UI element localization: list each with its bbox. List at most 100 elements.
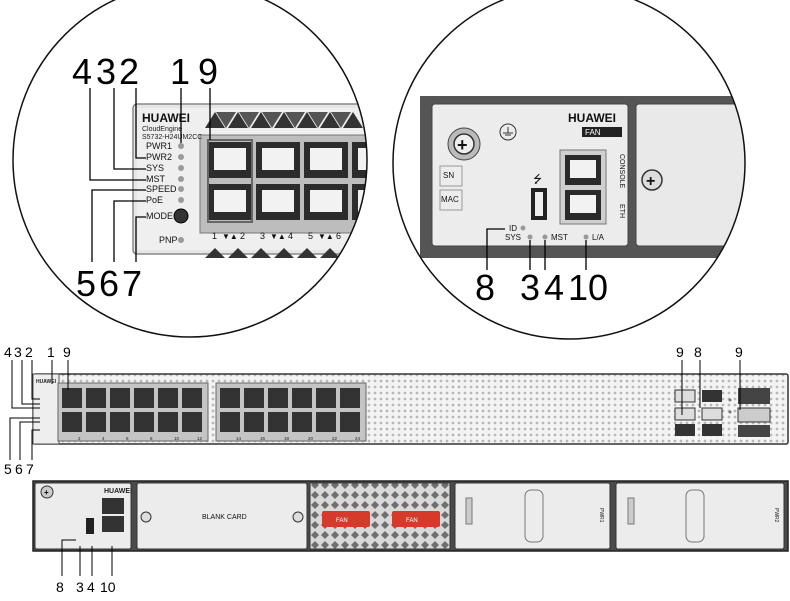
- port-number: 12: [197, 436, 203, 441]
- port-number: 5: [308, 231, 313, 241]
- rj45-ports-right[interactable]: [220, 388, 360, 432]
- rj45-ports-zoom: [207, 139, 367, 223]
- arrow-down: ▼▲: [318, 232, 334, 241]
- mac-label: MAC: [441, 195, 459, 204]
- pwr-label: PWR1: [598, 508, 604, 523]
- sn-label: SN: [443, 171, 454, 180]
- port-number: 6: [336, 231, 341, 241]
- led-label-sys: SYS: [146, 163, 164, 173]
- callout: 9: [676, 344, 684, 360]
- mst-label: MST: [551, 233, 568, 242]
- fan-label: FAN: [585, 128, 601, 137]
- callout: 7: [26, 461, 34, 477]
- port-number: 4: [288, 231, 293, 241]
- eth-label: ETH: [618, 204, 625, 218]
- callout: 2: [25, 344, 33, 360]
- led-pnp: [178, 237, 184, 243]
- callout: 9: [198, 51, 218, 92]
- model-label: S5732-H24UM2CC: [142, 134, 202, 141]
- port-number: 18: [284, 436, 290, 441]
- port-number: 22: [332, 436, 338, 441]
- port-number: 6: [126, 436, 129, 441]
- pnp-label: PNP: [159, 235, 178, 245]
- arrow-down: ▼▲: [222, 232, 238, 241]
- pwr-label: PWR2: [773, 508, 779, 523]
- port-number: 20: [308, 436, 314, 441]
- fan-label: FAN: [406, 518, 418, 524]
- port-number: 2: [78, 436, 81, 441]
- port-number: 2: [240, 231, 245, 241]
- fan-label: FAN: [336, 518, 348, 524]
- port-number: 4: [102, 436, 105, 441]
- fan-module-2[interactable]: FAN: [392, 511, 440, 527]
- port-number: 14: [236, 436, 242, 441]
- brand-logo: HUAWEI: [104, 488, 132, 495]
- callout: 2: [119, 51, 139, 92]
- callout: 4: [72, 51, 92, 92]
- callout: 4: [544, 267, 564, 308]
- callout: 4: [4, 344, 12, 360]
- port-number: 16: [260, 436, 266, 441]
- callout: 9: [735, 344, 743, 360]
- screw-icon: +: [646, 173, 655, 190]
- led-mst: [178, 176, 184, 182]
- power-module-2[interactable]: PWR2: [615, 482, 785, 550]
- callout: 10: [100, 579, 116, 595]
- led-poe: [178, 197, 184, 203]
- series-label: CloudEngine: [142, 126, 182, 133]
- blank-card-label: BLANK CARD: [202, 514, 247, 521]
- callout: 8: [694, 344, 702, 360]
- la-label: L/A: [592, 233, 605, 242]
- brand-logo: HUAWEI: [142, 111, 190, 125]
- callout: 5: [76, 263, 96, 304]
- callout: 8: [56, 579, 64, 595]
- screw-icon: +: [44, 488, 49, 497]
- console-label: CONSOLE: [618, 154, 625, 189]
- callout: 8: [475, 267, 495, 308]
- fan-module-1[interactable]: FAN: [322, 511, 370, 527]
- front-panel: HUAWEI 2 4 6 8 10 12 14: [4, 344, 789, 477]
- mode-label: MODE: [146, 211, 173, 221]
- rear-panel: + HUAWEI BLANK CARD FAN FAN PWR1 PWR2: [32, 480, 789, 595]
- rear-zoom: + + SN MAC HUAWEI FAN ⭍: [392, 0, 746, 340]
- led-label-pwr2: PWR2: [146, 152, 172, 162]
- screw-icon: +: [457, 135, 468, 155]
- power-module-1[interactable]: PWR1: [454, 482, 611, 550]
- mode-button[interactable]: [173, 208, 189, 224]
- callout: 3: [14, 344, 22, 360]
- callout: 1: [170, 51, 190, 92]
- port-number: 24: [355, 436, 361, 441]
- port-number: 1: [212, 231, 217, 241]
- led-speed: [178, 186, 184, 192]
- ground-icon: [499, 123, 517, 141]
- port-number: 8: [150, 436, 153, 441]
- sys-label: SYS: [505, 233, 521, 242]
- port-number: 3: [260, 231, 265, 241]
- led-label-pwr1: PWR1: [146, 141, 172, 151]
- callout: 3: [96, 51, 116, 92]
- rj45-ports-left[interactable]: [62, 388, 202, 432]
- led-label-poe: PoE: [146, 195, 163, 205]
- callout: 7: [122, 263, 142, 304]
- callout: 6: [99, 263, 119, 304]
- callout: 5: [4, 461, 12, 477]
- led-label-speed: SPEED: [146, 184, 177, 194]
- callout: 1: [47, 344, 55, 360]
- sfp-ports[interactable]: [674, 388, 771, 437]
- arrow-down: ▼▲: [270, 232, 286, 241]
- brand-logo: HUAWEI: [568, 111, 616, 125]
- callout: 3: [520, 267, 540, 308]
- port-number: 7: [356, 231, 361, 241]
- brand-logo: HUAWEI: [36, 379, 57, 385]
- callout: 9: [63, 344, 71, 360]
- callout: 6: [15, 461, 23, 477]
- status-leds: PWR1 PWR2 SYS MST SPEED PoE: [146, 141, 184, 205]
- front-zoom: 1 ▼▲ 2 3 ▼▲ 4 5 ▼▲ 6 7 HUAWEI CloudEngin…: [12, 0, 368, 338]
- port-number: 10: [174, 436, 180, 441]
- led-pwr2: [178, 154, 184, 160]
- led-label-mst: MST: [146, 174, 166, 184]
- led-pwr1: [178, 143, 184, 149]
- callout: 4: [87, 579, 95, 595]
- usb-icon: ⭍: [533, 173, 542, 186]
